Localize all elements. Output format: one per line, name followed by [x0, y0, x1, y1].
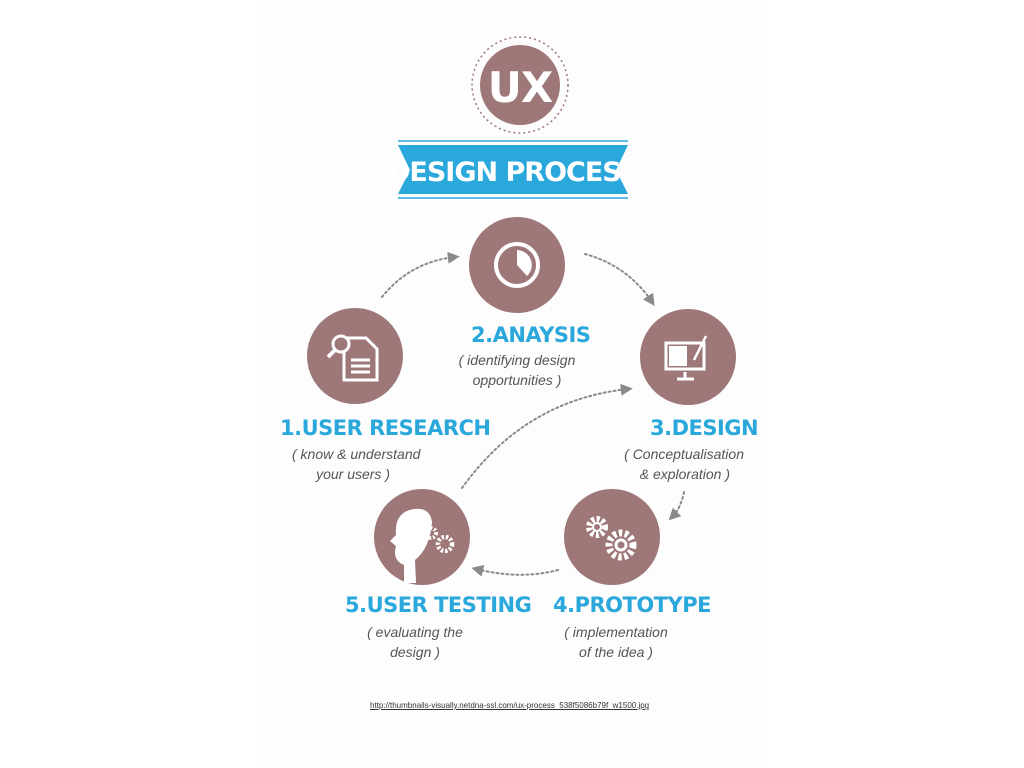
step-4-desc-line1: ( implementation	[564, 624, 668, 640]
step-2-desc-line2: opportunities )	[472, 372, 562, 388]
step-1-title: 1.USER RESEARCH	[280, 416, 491, 440]
step-4-desc-line2: of the idea )	[579, 644, 653, 660]
arrow-analysis-to-design	[584, 253, 655, 306]
step-1-desc-line2: your users )	[316, 466, 390, 482]
step-1-desc-line1: ( know & understand	[292, 446, 421, 462]
step-3-desc-line2: & exploration )	[639, 466, 730, 482]
step-5-circle	[374, 489, 470, 585]
step-4-title: 4.PROTOTYPE	[553, 593, 711, 617]
step-5-description: ( evaluating the design )	[358, 622, 472, 662]
step-3-desc-line1: ( Conceptualisation	[624, 446, 744, 462]
step-3-description: ( Conceptualisation & exploration )	[624, 444, 744, 484]
step-5-title: 5.USER TESTING	[345, 593, 532, 617]
head-gears-icon	[390, 508, 455, 583]
process-arrows	[381, 251, 685, 577]
step-2-desc-line1: ( identifying design	[458, 352, 576, 368]
design-process-banner: DESIGN PROCESS	[388, 140, 639, 199]
ux-logo: UX	[471, 36, 569, 134]
logo-dotted-ring	[471, 36, 569, 134]
arrow-prototype-to-testing	[471, 564, 559, 577]
step-2-description: ( identifying design opportunities )	[455, 350, 579, 390]
monitor-pen-icon	[664, 335, 708, 381]
gears-icon	[586, 516, 637, 561]
step-2-title: 2.ANAYSIS	[471, 323, 591, 347]
banner-ribbon	[398, 145, 628, 194]
step-3-circle	[640, 309, 736, 405]
step-5-desc-line2: design )	[390, 644, 440, 660]
arrow-design-to-prototype	[668, 491, 685, 521]
source-link[interactable]: http://thumbnails-visually.netdna-ssl.co…	[370, 701, 650, 710]
banner-text: DESIGN PROCESS	[388, 157, 638, 188]
step-2-circle	[469, 217, 565, 313]
logo-text: UX	[488, 63, 553, 112]
step-4-description: ( implementation of the idea )	[559, 622, 673, 662]
step-1-description: ( know & understand your users )	[292, 444, 421, 484]
arrow-testing-to-design	[461, 383, 633, 489]
step-5-desc-line1: ( evaluating the	[367, 624, 463, 640]
arrow-research-to-analysis	[381, 251, 460, 298]
logo-circle	[480, 45, 560, 125]
pie-chart-icon	[494, 242, 540, 288]
step-3-title: 3.DESIGN	[650, 416, 759, 440]
step-4-circle	[564, 489, 660, 585]
step-1-circle	[307, 308, 403, 404]
document-search-icon	[326, 334, 379, 382]
